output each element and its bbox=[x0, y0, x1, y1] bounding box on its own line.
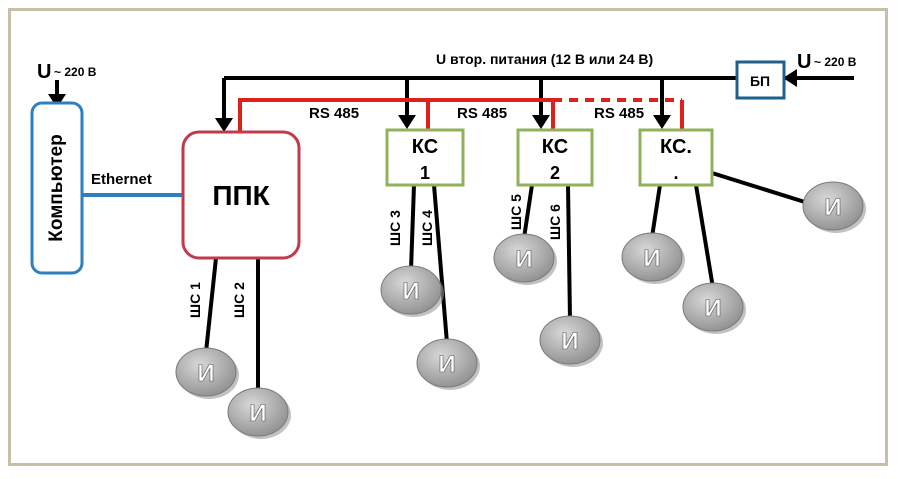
detector-1: И bbox=[175, 347, 239, 399]
loop-label-shs6: ШС 6 bbox=[547, 204, 563, 240]
power-right-u: U bbox=[797, 51, 811, 73]
detector-8: И bbox=[682, 282, 746, 334]
ks-1-box bbox=[385, 128, 465, 187]
ks-2-number: 2 bbox=[550, 163, 560, 183]
detector-label: И bbox=[249, 400, 266, 427]
detector-label: И bbox=[704, 295, 721, 322]
detector-label: И bbox=[438, 351, 455, 378]
detector-3: И bbox=[380, 265, 444, 317]
power-arrows bbox=[48, 69, 797, 132]
ks-3-label: КС. bbox=[660, 136, 692, 158]
detector-7: И bbox=[621, 232, 685, 284]
rs485-label-1: RS 485 bbox=[309, 105, 359, 122]
detectors: И И И И И И И И И bbox=[175, 181, 866, 439]
arrow-ppk bbox=[215, 118, 233, 132]
bp-label: БП bbox=[750, 73, 770, 89]
arrow-ks3 bbox=[653, 115, 671, 129]
detector-5: И bbox=[493, 233, 557, 285]
arrow-ks2 bbox=[532, 115, 550, 129]
wire-shs3 bbox=[409, 184, 416, 271]
detector-label: И bbox=[515, 246, 532, 273]
detector-6: И bbox=[539, 315, 603, 367]
detector-body bbox=[682, 282, 744, 332]
ks-1-number: 1 bbox=[420, 163, 430, 183]
ks-2-box bbox=[516, 128, 594, 187]
ppk: ППК bbox=[181, 130, 301, 260]
detector-9: И bbox=[802, 181, 866, 233]
detector-body bbox=[621, 232, 683, 282]
ks-3-box bbox=[638, 128, 714, 187]
power-supply: БП bbox=[735, 60, 786, 100]
detector-body bbox=[802, 181, 864, 231]
detector-body bbox=[539, 315, 601, 365]
wire-ks3-c bbox=[711, 171, 809, 205]
rs485-label-3: RS 485 bbox=[594, 105, 644, 122]
wire-shs4 bbox=[432, 184, 449, 344]
ks-2: КС 2 bbox=[516, 128, 594, 187]
rs485-label-2: RS 485 bbox=[457, 105, 507, 122]
detector-body bbox=[493, 233, 555, 283]
loop-label-shs5: ШС 5 bbox=[508, 194, 524, 230]
arrow-computer-power bbox=[48, 94, 66, 108]
detector-label: И bbox=[643, 245, 660, 272]
rs485-line-solid bbox=[238, 98, 553, 132]
rs485-bus bbox=[238, 98, 684, 132]
loop-label-shs2: ШС 2 bbox=[231, 282, 247, 318]
power-right-sub: ~ 220 В bbox=[814, 55, 857, 69]
wire-shs5 bbox=[522, 184, 534, 239]
arrow-bp-power bbox=[783, 69, 797, 87]
detector-label: И bbox=[824, 194, 841, 221]
ks-2-label: КС bbox=[542, 136, 568, 158]
loop-wires bbox=[204, 171, 809, 392]
detector-label: И bbox=[197, 360, 214, 387]
detector-body bbox=[175, 347, 237, 397]
loop-label-shs4: ШС 4 bbox=[419, 210, 435, 246]
loop-label-shs3: ШС 3 bbox=[387, 210, 403, 246]
wire-shs6 bbox=[566, 184, 572, 321]
wire-ks3-a bbox=[650, 184, 662, 238]
bus-power-label: U втор. питания (12 В или 24 В) bbox=[436, 51, 653, 67]
power-left-label: U ~ 220 В bbox=[37, 61, 97, 83]
ks-1-label: КС bbox=[412, 136, 438, 158]
ks-1: КС 1 bbox=[385, 128, 465, 187]
detector-2: И bbox=[227, 387, 291, 439]
computer-box bbox=[30, 101, 84, 275]
wire-ks3-b bbox=[694, 184, 715, 289]
ks-3-number: . bbox=[673, 163, 678, 183]
power-left-u: U bbox=[37, 61, 51, 83]
computer: Компьютер bbox=[30, 101, 84, 275]
computer-label: Компьютер bbox=[46, 134, 67, 241]
detector-body bbox=[416, 338, 478, 388]
arrow-ks1 bbox=[398, 115, 416, 129]
detector-4: И bbox=[416, 338, 480, 390]
detector-label: И bbox=[402, 278, 419, 305]
ethernet-label: Ethernet bbox=[91, 171, 152, 188]
detector-body bbox=[380, 265, 442, 315]
power-left-sub: ~ 220 В bbox=[54, 65, 97, 79]
loop-label-shs1: ШС 1 bbox=[187, 282, 203, 318]
detector-body bbox=[227, 387, 289, 437]
power-right-label: U ~ 220 В bbox=[797, 51, 857, 73]
ks-3: КС. . bbox=[638, 128, 714, 187]
ppk-label: ППК bbox=[212, 180, 270, 211]
wire-shs1 bbox=[204, 257, 218, 353]
detector-label: И bbox=[561, 328, 578, 355]
ppk-box bbox=[181, 130, 301, 260]
bp-box bbox=[735, 60, 786, 100]
